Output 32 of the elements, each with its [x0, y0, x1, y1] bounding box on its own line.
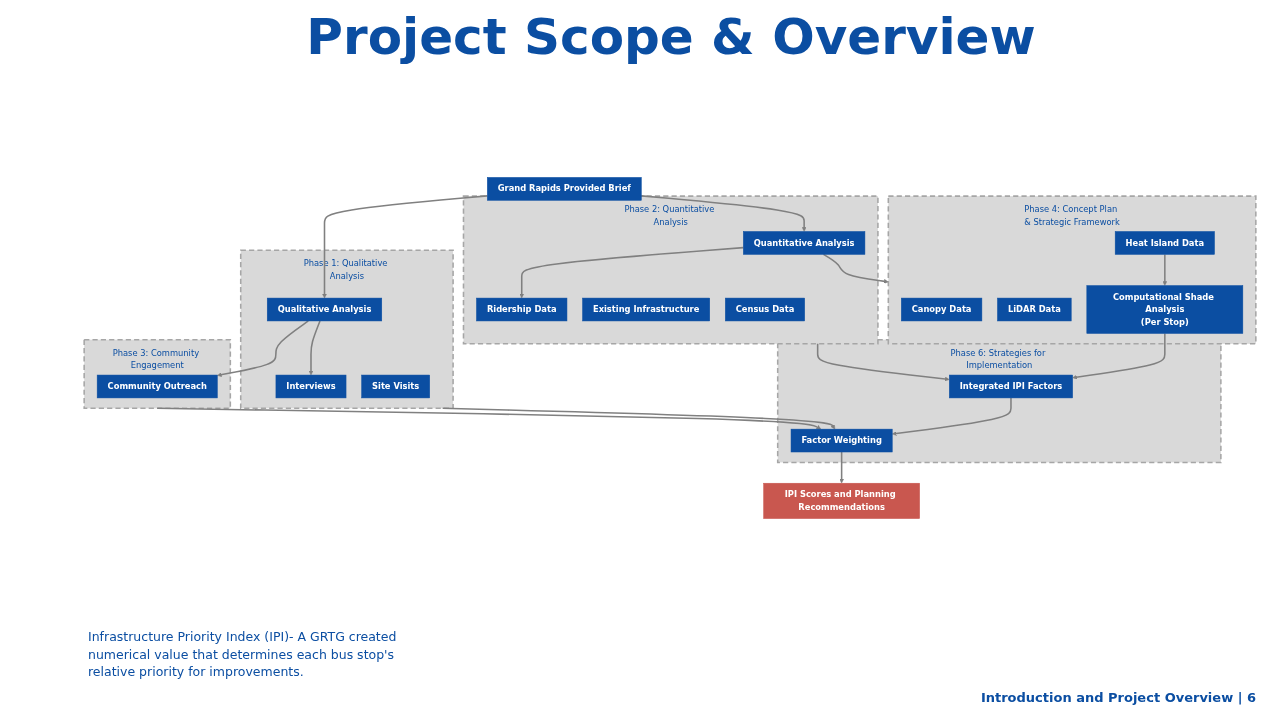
- node-box: Interviews: [275, 374, 347, 399]
- arrow: [822, 253, 889, 284]
- arrow: [1162, 253, 1168, 286]
- arrow: [217, 320, 310, 377]
- arrow: [816, 343, 950, 382]
- node-box: Ridership Data: [476, 297, 568, 322]
- arrow: [308, 320, 321, 376]
- node-box: Integrated IPI Factors: [949, 374, 1073, 399]
- slide-title: Project Scope & Overview: [305, 8, 1037, 66]
- node-box: LiDAR Data: [997, 297, 1072, 322]
- node-box: Heat Island Data: [1114, 231, 1215, 255]
- definition-note: Infrastructure Priority Index (IPI)- A GRTG created numerical value that determines each bus stop's relative priority for improvements.: [88, 628, 398, 681]
- node-box: Quantitative Analysis: [743, 231, 866, 255]
- node-box: Community Outreach: [96, 374, 218, 399]
- arrow: [322, 195, 489, 299]
- footer-text: Introduction and Project Overview | 6: [980, 690, 1256, 705]
- node-box: Factor Weighting: [790, 428, 893, 453]
- node-box: Qualitative Analysis: [267, 297, 382, 322]
- node-box: Site Visits: [361, 374, 430, 399]
- node-box: Grand Rapids Provided Brief: [487, 177, 642, 201]
- node-box: Computational Shade Analysis (Per Stop): [1086, 285, 1244, 334]
- arrow: [892, 397, 1012, 436]
- node-box: Canopy Data: [901, 297, 983, 322]
- arrow: [839, 451, 844, 484]
- node-box: Existing Infrastructure: [582, 297, 710, 322]
- arrow: [1072, 332, 1166, 380]
- arrow: [156, 407, 822, 430]
- node-box: IPI Scores and Planning Recommendations: [763, 482, 920, 519]
- arrow: [640, 195, 807, 232]
- arrow: [519, 246, 745, 299]
- node-box: Census Data: [725, 297, 805, 322]
- arrow: [441, 407, 836, 430]
